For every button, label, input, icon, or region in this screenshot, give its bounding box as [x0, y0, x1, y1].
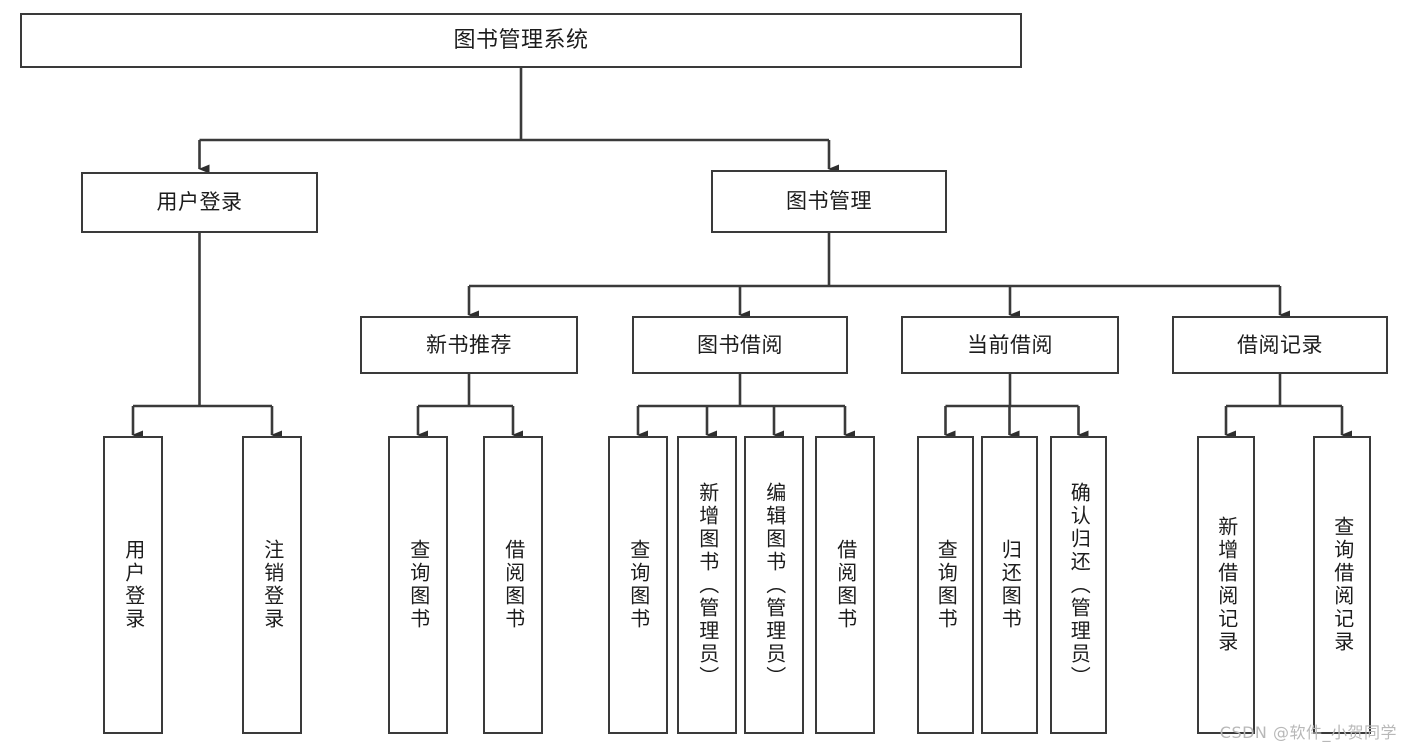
leaf-record-query-label: 查询借阅记录 [1330, 516, 1355, 654]
leaf-borrow-query-book[interactable]: 查询图书 [608, 436, 668, 734]
leaf-record-add[interactable]: 新增借阅记录 [1197, 436, 1255, 734]
node-book-borrow-label: 图书借阅 [697, 332, 783, 357]
node-book-management-module[interactable]: 图书管理 [711, 170, 947, 233]
leaf-record-add-label: 新增借阅记录 [1214, 516, 1239, 654]
leaf-user-logout[interactable]: 注销登录 [242, 436, 302, 734]
leaf-record-query[interactable]: 查询借阅记录 [1313, 436, 1371, 734]
leaf-new-borrow-book[interactable]: 借阅图书 [483, 436, 543, 734]
node-current-borrow[interactable]: 当前借阅 [901, 316, 1119, 374]
node-borrow-record-label: 借阅记录 [1237, 332, 1323, 357]
leaf-user-logout-label: 注销登录 [260, 539, 285, 631]
leaf-current-confirm-return[interactable]: 确认归还（管理员） [1050, 436, 1107, 734]
leaf-new-borrow-book-label: 借阅图书 [501, 539, 526, 631]
leaf-borrow-lend-book[interactable]: 借阅图书 [815, 436, 875, 734]
leaf-borrow-edit-book-label: 编辑图书（管理员） [762, 481, 787, 689]
leaf-borrow-query-book-label: 查询图书 [626, 539, 651, 631]
node-current-borrow-label: 当前借阅 [967, 332, 1053, 357]
leaf-user-login[interactable]: 用户登录 [103, 436, 163, 734]
node-user-login-module-label: 用户登录 [156, 190, 243, 215]
node-root-label: 图书管理系统 [453, 27, 589, 53]
leaf-current-confirm-return-label: 确认归还（管理员） [1067, 481, 1092, 689]
leaf-user-login-label: 用户登录 [121, 539, 146, 631]
leaf-new-query-book-label: 查询图书 [406, 539, 431, 631]
leaf-current-return-book-label: 归还图书 [998, 539, 1023, 631]
leaf-borrow-add-book[interactable]: 新增图书（管理员） [677, 436, 737, 734]
node-borrow-record[interactable]: 借阅记录 [1172, 316, 1388, 374]
leaf-borrow-add-book-label: 新增图书（管理员） [695, 481, 720, 689]
leaf-borrow-lend-book-label: 借阅图书 [833, 539, 858, 631]
leaf-current-query-book-label: 查询图书 [934, 539, 959, 631]
leaf-new-query-book[interactable]: 查询图书 [388, 436, 448, 734]
node-user-login-module[interactable]: 用户登录 [81, 172, 318, 233]
node-root[interactable]: 图书管理系统 [20, 13, 1022, 68]
node-new-book-recommend[interactable]: 新书推荐 [360, 316, 578, 374]
csdn-watermark: CSDN @软件_小贺同学 [1219, 723, 1397, 742]
leaf-current-return-book[interactable]: 归还图书 [981, 436, 1038, 734]
node-book-borrow[interactable]: 图书借阅 [632, 316, 848, 374]
leaf-borrow-edit-book[interactable]: 编辑图书（管理员） [744, 436, 804, 734]
node-book-management-module-label: 图书管理 [786, 189, 872, 214]
node-new-book-recommend-label: 新书推荐 [426, 332, 512, 357]
leaf-current-query-book[interactable]: 查询图书 [917, 436, 974, 734]
